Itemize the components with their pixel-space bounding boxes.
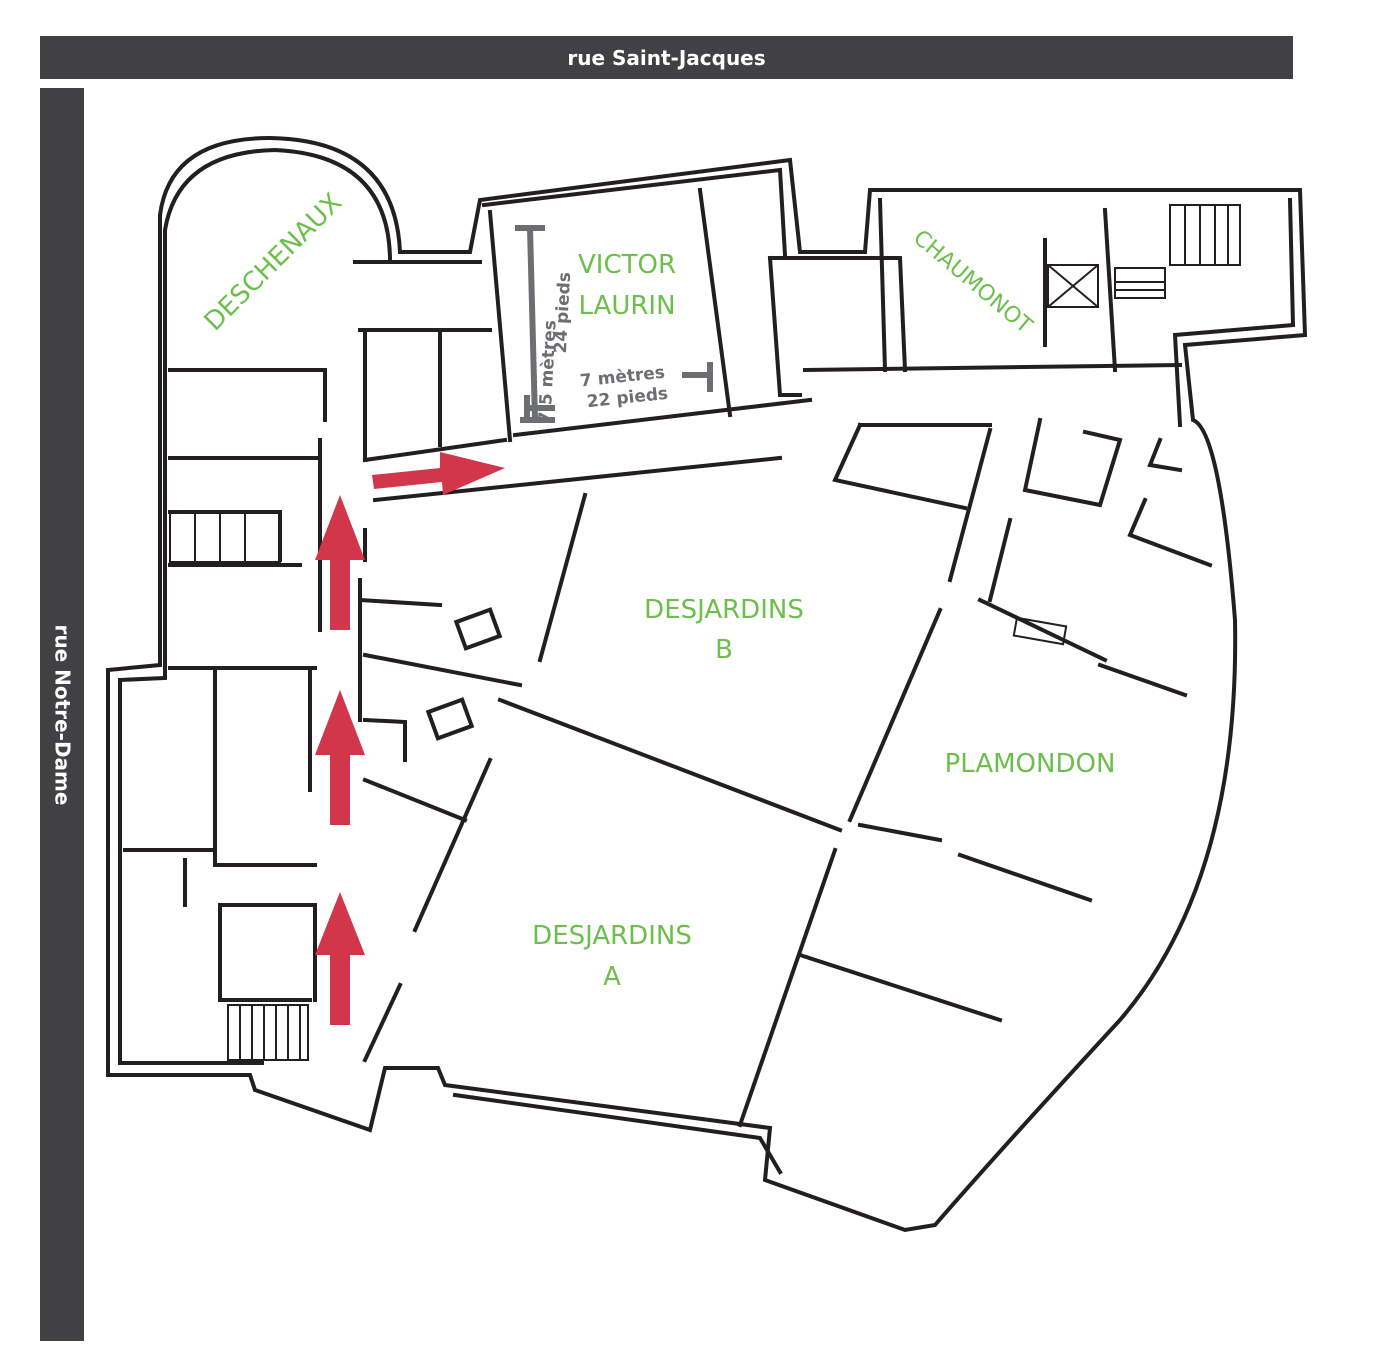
room-label-chaumonot: CHAUMONOT (908, 225, 1037, 339)
route-arrow-right-4 (372, 452, 505, 495)
route-arrows (315, 452, 505, 1025)
room-label-victor-laurin-line2: LAURIN (578, 291, 675, 321)
dimension-labels: 7,5 mètres 24 pieds 7 mètres 22 pieds (535, 272, 669, 424)
route-arrow-up-3 (315, 495, 365, 630)
depth-imperial-label: 24 pieds (551, 272, 575, 354)
room-label-plamondon: PLAMONDON (945, 749, 1116, 779)
route-arrow-up-2 (315, 690, 365, 825)
room-label-victor-laurin-line1: VICTOR (578, 250, 676, 280)
room-label-desjardins-a-line2: A (603, 962, 621, 992)
building-walls (106, 135, 1308, 1233)
street-rue-notre-dame: rue Notre-Dame (40, 88, 84, 1341)
route-arrow-up-1 (315, 892, 365, 1025)
room-label-desjardins-a-line1: DESJARDINS (532, 921, 692, 951)
room-label-desjardins-b-line1: DESJARDINS (644, 595, 804, 625)
street-label-top: rue Saint-Jacques (567, 45, 766, 70)
street-rue-saint-jacques: rue Saint-Jacques (40, 36, 1293, 79)
dimension-markers (515, 225, 713, 423)
room-label-deschenaux: DESCHENAUX (199, 188, 348, 337)
width-marker (524, 362, 713, 420)
room-label-desjardins-b-line2: B (715, 635, 733, 665)
